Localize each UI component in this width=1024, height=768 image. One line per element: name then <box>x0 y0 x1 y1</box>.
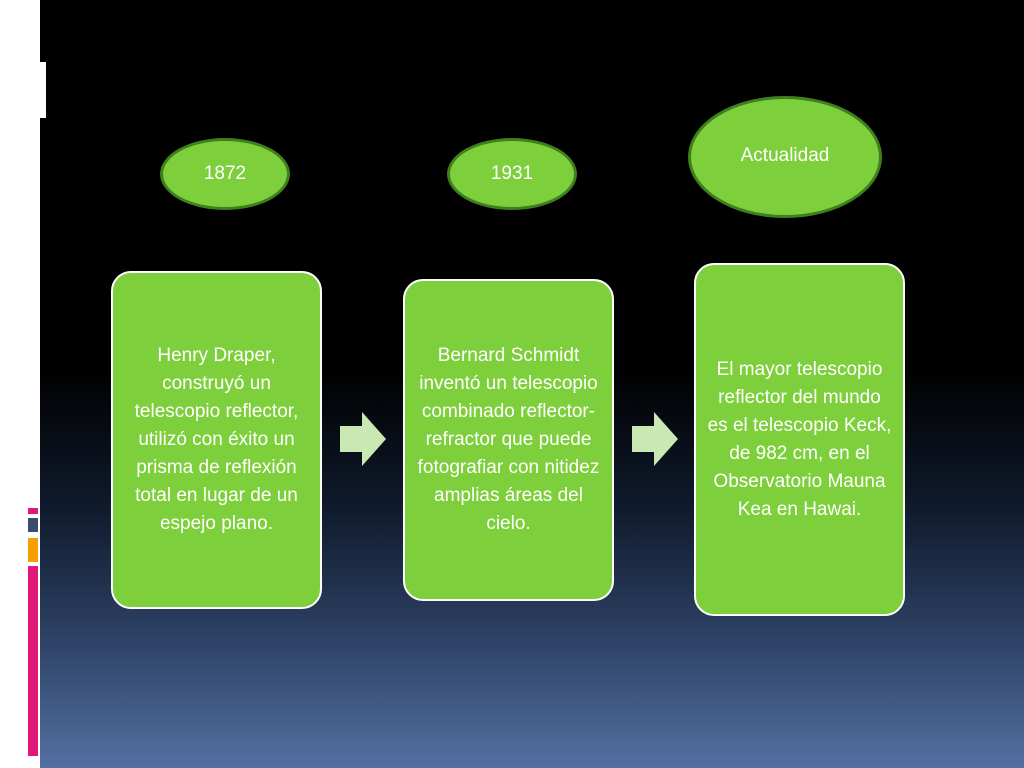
accent-stripe-blue <box>28 518 38 532</box>
accent-stripe-orange <box>28 538 38 562</box>
date-label-actualidad: Actualidad <box>740 145 830 166</box>
event-box-actualidad: El mayor telescopio reflector del mundo … <box>694 263 905 616</box>
date-label-1931: 1931 <box>490 163 534 184</box>
date-oval-1872: 1872 <box>160 138 290 210</box>
event-box-1931: Bernard Schmidt inventó un telescopio co… <box>403 279 614 601</box>
event-text-actualidad: El mayor telescopio reflector del mundo … <box>707 358 892 520</box>
right-arrow-icon <box>632 412 678 466</box>
date-oval-actualidad: Actualidad <box>688 96 882 218</box>
arrow-shape-1 <box>340 412 386 466</box>
right-arrow-icon <box>340 412 386 466</box>
date-label-1872: 1872 <box>203 163 247 184</box>
decorative-bars-icon <box>20 22 50 118</box>
accent-stripe-pink-top <box>28 508 38 514</box>
accent-stripe-pink <box>28 566 38 756</box>
arrow-shape-2 <box>632 412 678 466</box>
event-text-1872: Henry Draper, construyó un telescopio re… <box>134 345 299 534</box>
event-text-1931: Bernard Schmidt inventó un telescopio co… <box>417 345 600 534</box>
event-box-1872: Henry Draper, construyó un telescopio re… <box>111 271 322 609</box>
date-oval-1931: 1931 <box>447 138 577 210</box>
